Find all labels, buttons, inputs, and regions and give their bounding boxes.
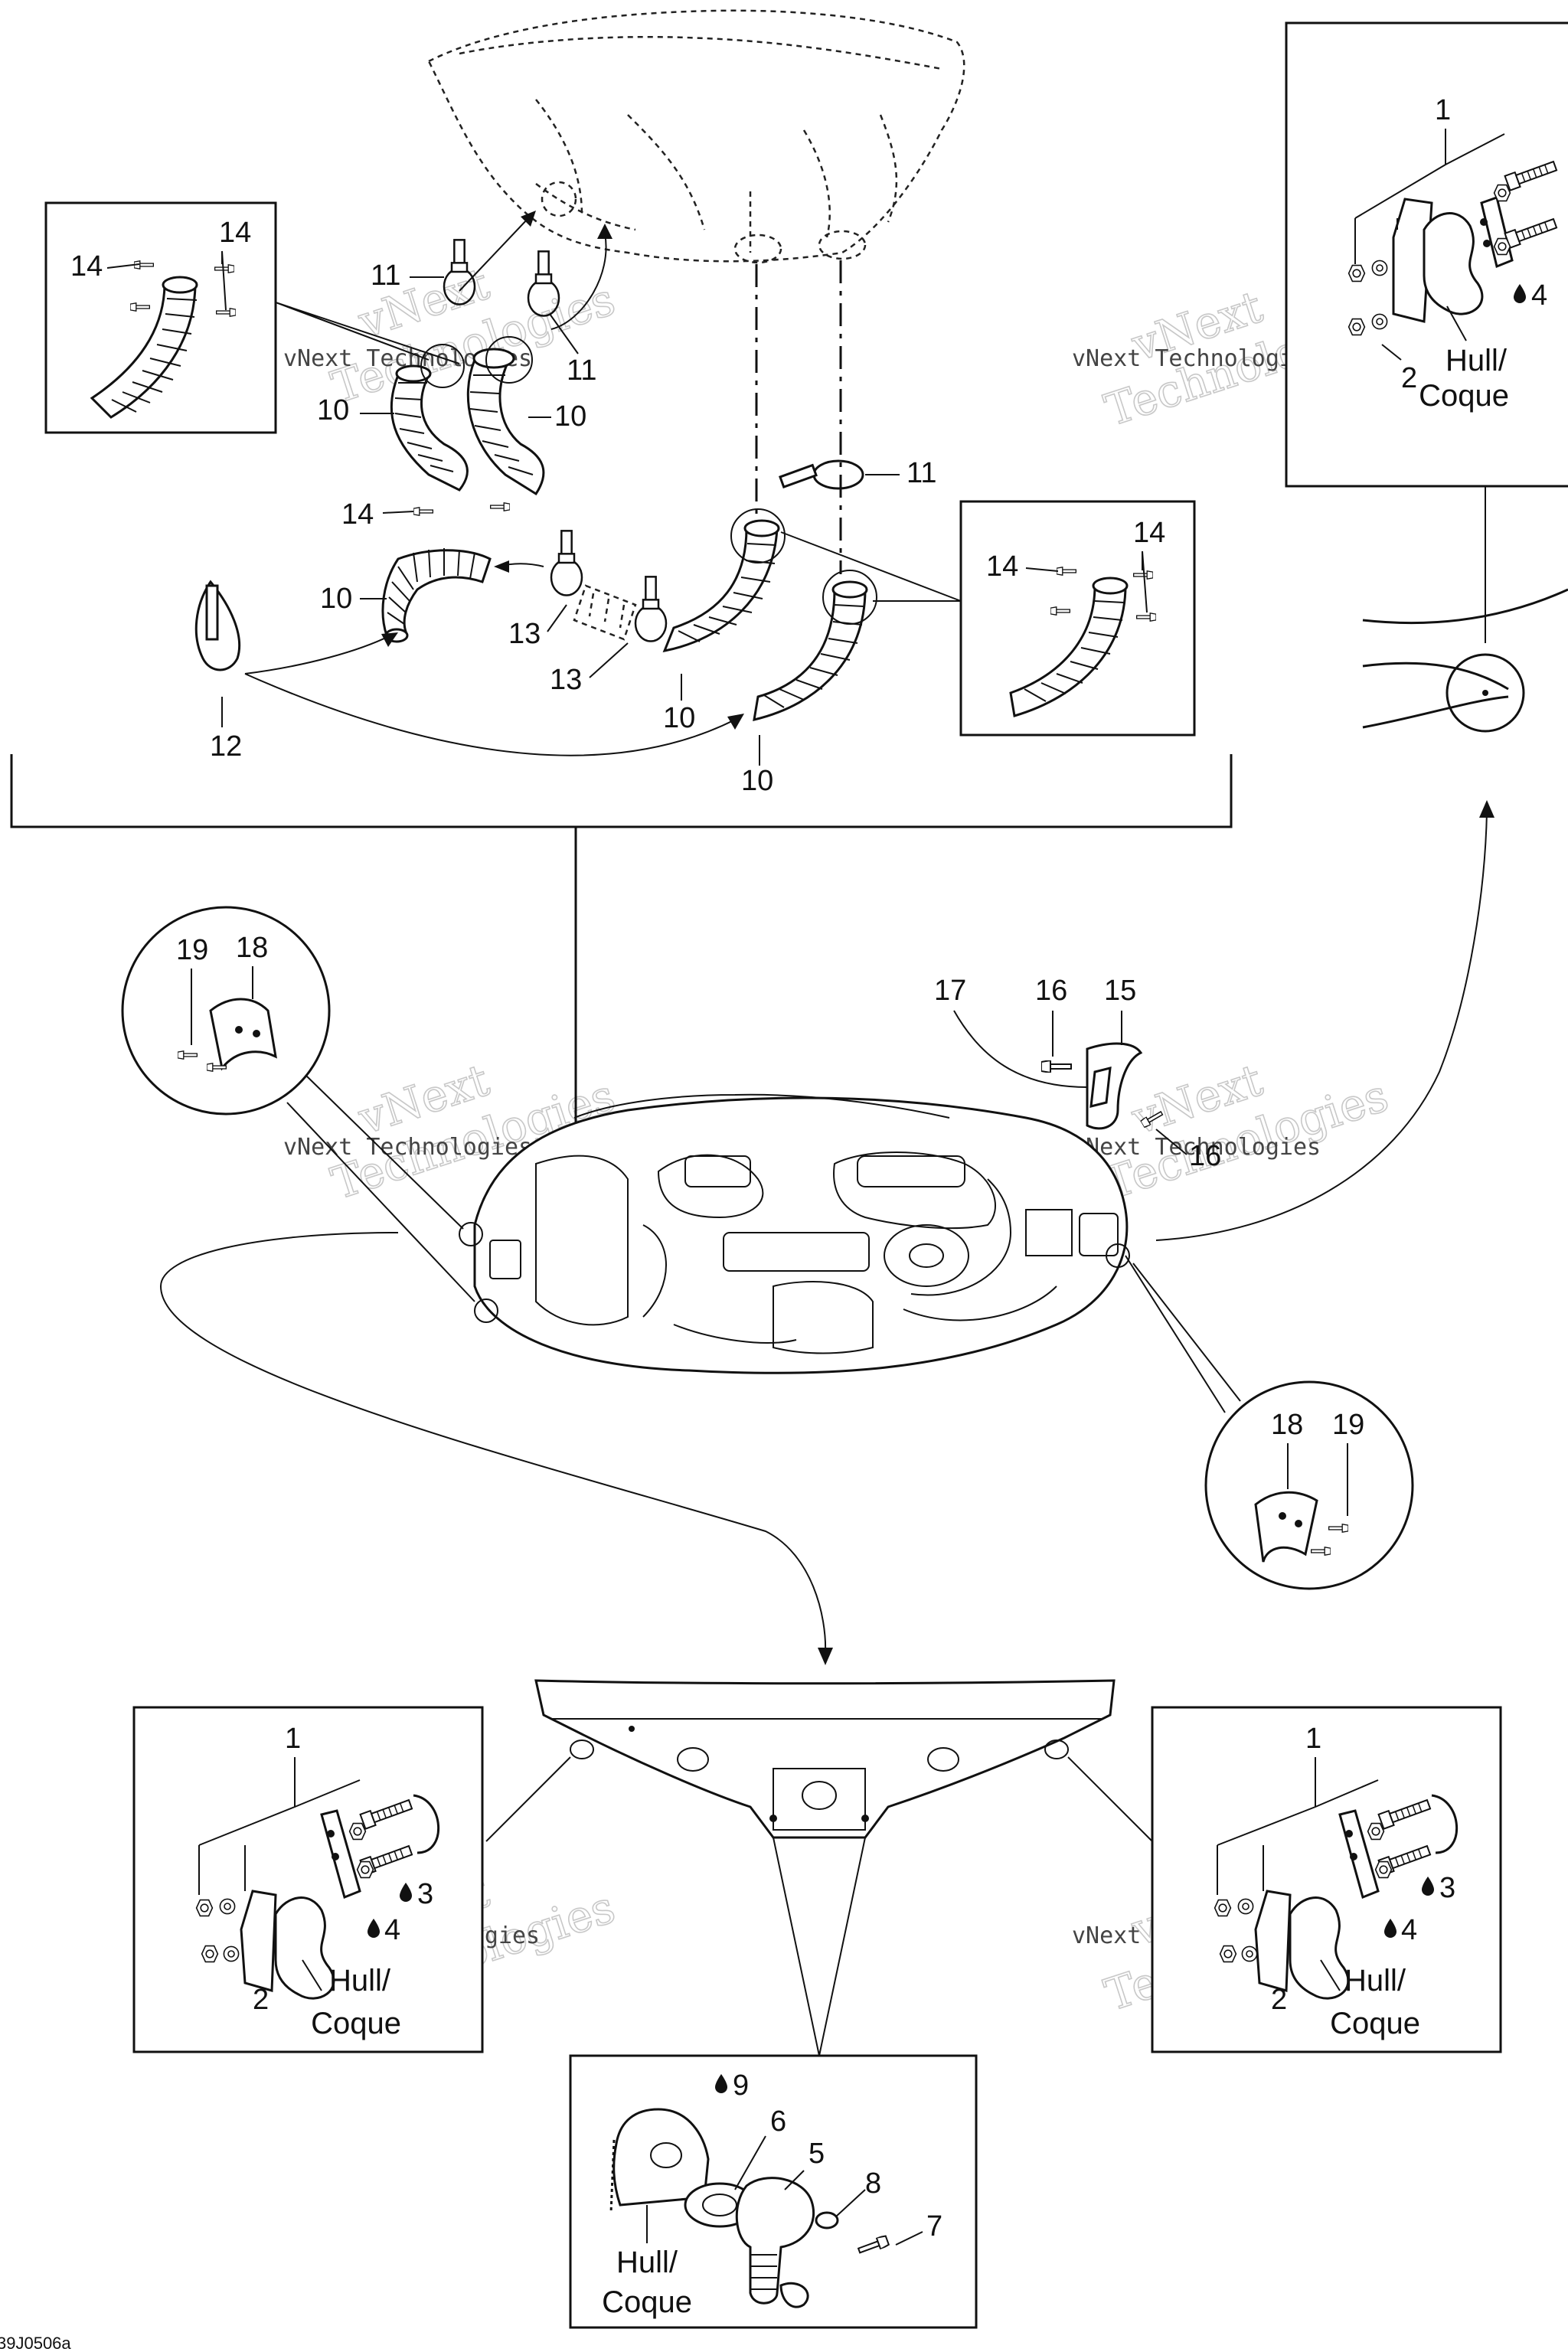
callout-4: 4	[384, 1914, 400, 1946]
hose-10-lower-left	[381, 548, 492, 643]
hull-label-line2: Coque	[602, 2285, 692, 2319]
hull-label-line2: Coque	[311, 2007, 401, 2040]
callout-10: 10	[554, 400, 586, 433]
bumper-guard-right	[1254, 1491, 1348, 1563]
callout-19: 19	[1332, 1409, 1364, 1441]
bumper-guard-left	[178, 998, 277, 1072]
callout-14: 14	[341, 498, 374, 531]
watermark-small: vNext Technologies	[283, 1134, 532, 1161]
callout-11: 11	[371, 260, 400, 292]
hull-label-line1: Hull/	[616, 2246, 678, 2279]
callout-3: 3	[1439, 1872, 1455, 1904]
callout-1: 1	[1435, 94, 1451, 126]
detail-circle-bumper-right	[1204, 1380, 1414, 1590]
front-bracket-assembly	[1348, 158, 1559, 336]
clamp-12	[194, 580, 241, 671]
callout-10: 10	[317, 394, 349, 426]
hull-label-line1: Hull/	[329, 1964, 391, 1998]
hose-10-upper-a	[390, 364, 469, 492]
clamp-13-right	[634, 576, 668, 642]
transom-assembly	[534, 1679, 1116, 1839]
callout-15: 15	[1104, 975, 1136, 1007]
section-bracket-top	[10, 754, 1233, 828]
hull-nose-detail	[1362, 588, 1568, 733]
callout-19: 19	[176, 934, 208, 966]
hose-10-right-b	[753, 570, 877, 721]
callout-18: 18	[236, 932, 268, 964]
callout-4: 4	[1531, 279, 1547, 312]
hull-body	[459, 1093, 1130, 1374]
drain-plug-assembly	[609, 2108, 891, 2308]
callout-16: 16	[1189, 1140, 1221, 1172]
callout-8: 8	[865, 2167, 881, 2200]
callout-11: 11	[567, 354, 596, 387]
rear-bracket-left	[195, 1794, 440, 2000]
callout-10: 10	[320, 583, 352, 615]
callout-9: 9	[733, 2069, 749, 2102]
callout-2: 2	[253, 1984, 269, 2016]
watermark-small: vNext Technologies	[1072, 345, 1321, 372]
callout-10: 10	[663, 702, 695, 734]
hull-label-line1: Hull/	[1344, 1964, 1406, 1998]
callout-2: 2	[1401, 362, 1417, 394]
hose-coupler	[573, 584, 637, 641]
callout-13: 13	[550, 664, 582, 696]
callout-4: 4	[1401, 1914, 1417, 1946]
inset-hose-right	[1009, 567, 1156, 717]
clamp-11-right	[779, 459, 864, 490]
callout-5: 5	[808, 2138, 825, 2170]
inset-hose-left	[90, 260, 236, 419]
hull-label-line2: Coque	[1419, 379, 1509, 413]
ventilation-hose-section: 14 14 10 10 14	[44, 9, 1196, 797]
callout-16: 16	[1035, 975, 1067, 1007]
callout-2: 2	[1271, 1984, 1287, 2016]
callout-14: 14	[70, 250, 103, 283]
rear-bracket-right	[1214, 1794, 1459, 2000]
hose-10-right-a	[662, 508, 786, 653]
figure-code: 39J0506a	[0, 2334, 71, 2352]
callout-1: 1	[1305, 1723, 1321, 1755]
callout-14: 14	[219, 217, 251, 249]
callout-10: 10	[741, 765, 773, 797]
watermark-small: vNext Technologies	[1072, 1134, 1321, 1161]
callout-17: 17	[934, 975, 966, 1007]
callout-3: 3	[417, 1878, 433, 1910]
callout-1: 1	[285, 1723, 301, 1755]
hull-label-line1: Hull/	[1446, 344, 1508, 377]
callout-7: 7	[926, 2210, 942, 2243]
clamp-13-left	[550, 530, 583, 596]
callout-18: 18	[1271, 1409, 1303, 1441]
callout-6: 6	[770, 2105, 786, 2138]
storage-bin-outline	[427, 9, 965, 264]
callout-13: 13	[508, 618, 541, 650]
hull-label-line2: Coque	[1330, 2007, 1420, 2040]
callout-11: 11	[906, 457, 936, 489]
callout-14: 14	[986, 550, 1018, 583]
callout-14: 14	[1133, 517, 1165, 549]
hose-10-upper-b	[466, 348, 545, 496]
callout-12: 12	[210, 730, 242, 763]
